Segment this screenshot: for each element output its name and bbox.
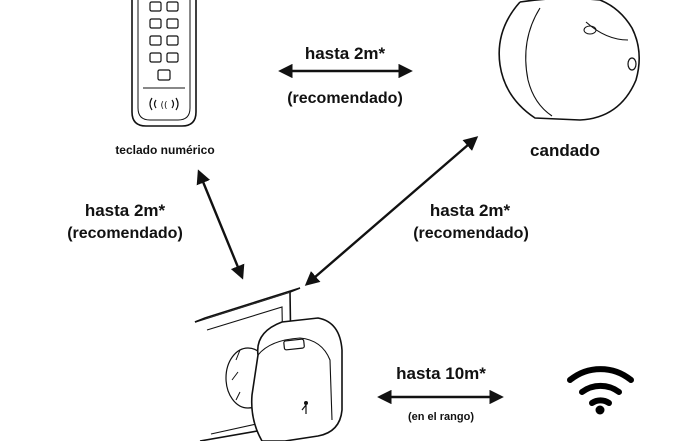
- lock-label: candado: [530, 141, 600, 160]
- arrow-lock-bridge: [304, 136, 479, 286]
- arrow-keypad-bridge: [196, 169, 245, 280]
- lock-device: [498, 0, 640, 121]
- keypad-device: ((: [131, 0, 197, 127]
- keypad-lock-distance: hasta 2m*: [304, 44, 386, 63]
- keypad-bridge-distance: hasta 2m*: [84, 201, 166, 220]
- keypad-bridge-note: (recomendado): [67, 225, 183, 242]
- wifi-icon: [567, 366, 634, 415]
- bridge-wifi-note: (en el rango): [407, 411, 474, 423]
- svg-text:((: ((: [160, 101, 167, 111]
- keypad-lock-note: (recomendado): [287, 90, 403, 107]
- lock-bridge-note: (recomendado): [413, 225, 529, 242]
- bridge-wifi-distance: hasta 10m*: [396, 364, 486, 383]
- bridge-device: [194, 287, 343, 441]
- lock-bridge-distance: hasta 2m*: [429, 201, 511, 220]
- keypad-label: teclado numérico: [115, 143, 215, 157]
